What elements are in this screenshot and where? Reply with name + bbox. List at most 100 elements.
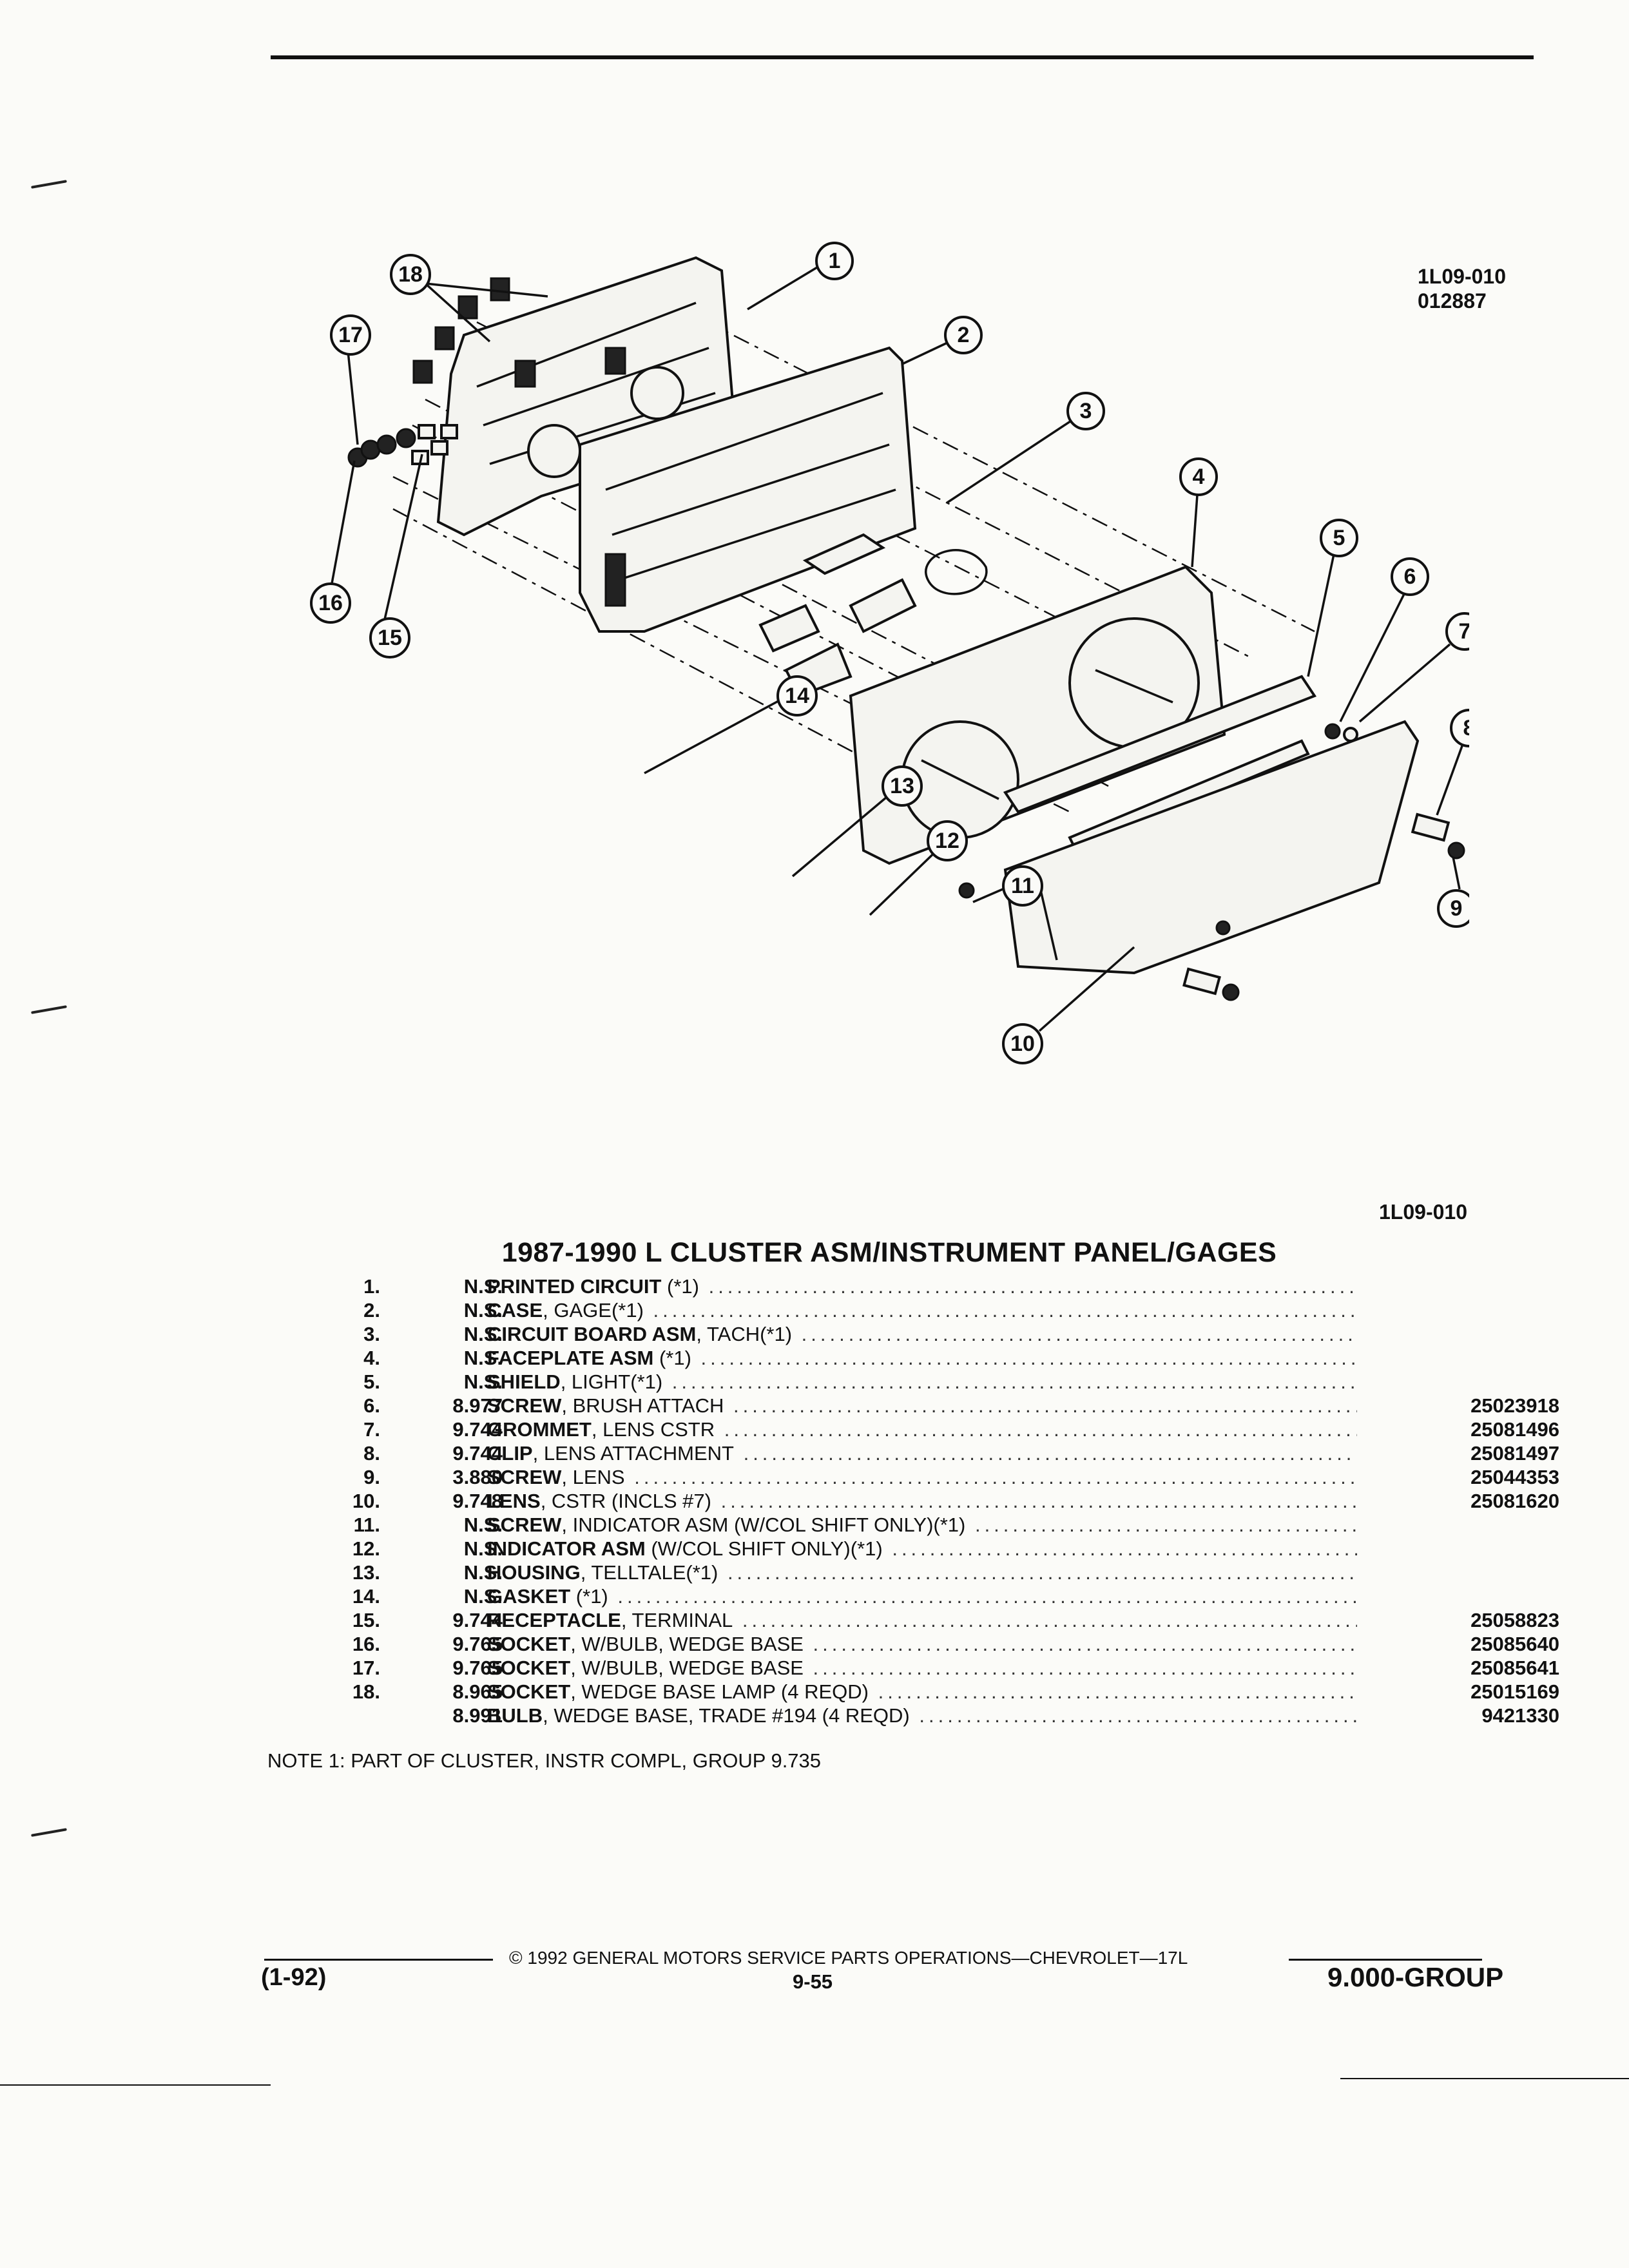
- page-title: 1987-1990 L CLUSTER ASM/INSTRUMENT PANEL…: [501, 1237, 1277, 1268]
- parts-row: 5.N.S.SHIELD, LIGHT(*1) ................…: [284, 1370, 1495, 1394]
- part-detail: (*1): [570, 1585, 608, 1608]
- part-detail: , GAGE(*1): [543, 1299, 644, 1321]
- callout-18: 18: [390, 254, 431, 295]
- leader-dots: ........................................…: [892, 1537, 1357, 1560]
- svg-text:15: 15: [378, 626, 402, 650]
- part-detail: , W/BULB, WEDGE BASE: [570, 1657, 804, 1679]
- item-number: 8.: [363, 1442, 380, 1465]
- item-number: 13.: [352, 1561, 380, 1584]
- group-number: 8.965: [452, 1680, 503, 1703]
- part-number: 25058823: [1470, 1609, 1559, 1631]
- leader-dots: ........................................…: [733, 1394, 1357, 1417]
- fasteners: [347, 277, 1465, 1001]
- svg-text:14: 14: [785, 684, 809, 708]
- leader-dots: ........................................…: [742, 1609, 1357, 1631]
- callout-8: 8: [1450, 709, 1469, 747]
- part-name: SHIELD: [487, 1370, 561, 1393]
- callout-3: 3: [1066, 392, 1105, 430]
- leader-dots: ........................................…: [727, 1561, 1357, 1584]
- part-description: SCREW, BRUSH ATTACH ....................…: [487, 1394, 1357, 1418]
- part-description: CASE, GAGE(*1) .........................…: [487, 1298, 1357, 1322]
- part-description: SOCKET, W/BULB, WEDGE BASE .............…: [487, 1656, 1357, 1680]
- exploded-view-diagram: 1 2 3 4 5 6 7 8 9 10 11 12 13 14 15 16 1…: [310, 242, 1469, 1064]
- callout-11: 11: [1002, 865, 1043, 907]
- group-number: N.S.: [463, 1323, 503, 1345]
- part-name: CLIP: [487, 1442, 533, 1465]
- part-detail: , WEDGE BASE, TRADE #194 (4 REQD): [543, 1704, 910, 1727]
- part-name: FACEPLATE ASM: [487, 1347, 654, 1369]
- part-name: SOCKET: [487, 1657, 571, 1679]
- svg-text:13: 13: [890, 774, 914, 798]
- circuit-board-part: [802, 533, 988, 633]
- leader-dots: ........................................…: [878, 1680, 1357, 1703]
- part-name: LENS: [487, 1490, 541, 1512]
- part-name: BULB: [487, 1704, 543, 1727]
- svg-text:4: 4: [1193, 465, 1205, 489]
- part-description: SCREW, INDICATOR ASM (W/COL SHIFT ONLY)(…: [487, 1513, 1357, 1537]
- part-detail: , TELLTALE(*1): [580, 1561, 718, 1584]
- svg-text:10: 10: [1010, 1032, 1035, 1056]
- part-number: 25023918: [1470, 1394, 1559, 1417]
- svg-text:16: 16: [318, 591, 343, 615]
- part-name: RECEPTACLE: [487, 1609, 621, 1631]
- part-number: 25085640: [1470, 1633, 1559, 1655]
- item-number: 14.: [352, 1585, 380, 1608]
- leader-dots: ........................................…: [974, 1514, 1357, 1536]
- svg-text:3: 3: [1080, 399, 1092, 423]
- group-number: 8.991: [452, 1704, 503, 1727]
- svg-text:7: 7: [1459, 619, 1469, 644]
- part-number: 25081496: [1470, 1418, 1559, 1441]
- group-number: 9.765: [452, 1657, 503, 1679]
- footnote: NOTE 1: PART OF CLUSTER, INSTR COMPL, GR…: [267, 1749, 822, 1772]
- leader-dots: ........................................…: [813, 1657, 1357, 1679]
- part-detail: , INDICATOR ASM (W/COL SHIFT ONLY)(*1): [561, 1514, 966, 1536]
- part-detail: , LENS ATTACHMENT: [532, 1442, 734, 1465]
- part-description: BULB, WEDGE BASE, TRADE #194 (4 REQD) ..…: [487, 1704, 1357, 1727]
- group-number: N.S.: [463, 1537, 503, 1560]
- group-number: 9.765: [452, 1633, 503, 1655]
- svg-text:18: 18: [398, 262, 423, 287]
- item-number: 12.: [352, 1537, 380, 1560]
- item-number: 15.: [352, 1609, 380, 1631]
- svg-text:8: 8: [1463, 716, 1469, 740]
- margin-mark: [31, 1828, 67, 1837]
- part-detail: , CSTR (INCLS #7): [540, 1490, 711, 1512]
- callout-4: 4: [1179, 457, 1218, 496]
- margin-mark: [31, 180, 67, 189]
- part-detail: , LENS CSTR: [591, 1418, 715, 1441]
- callout-2: 2: [944, 316, 983, 354]
- part-number: 25081497: [1470, 1442, 1559, 1465]
- part-detail: , WEDGE BASE LAMP (4 REQD): [570, 1680, 869, 1703]
- parts-row: 14.N.S.GASKET (*1) .....................…: [284, 1584, 1495, 1608]
- part-description: CIRCUIT BOARD ASM, TACH(*1) ............…: [487, 1322, 1357, 1346]
- figure-code: 1L09-010: [1418, 265, 1506, 288]
- item-number: 6.: [363, 1394, 380, 1417]
- part-name: GROMMET: [487, 1418, 592, 1441]
- callout-16: 16: [310, 582, 351, 624]
- part-description: RECEPTACLE, TERMINAL ...................…: [487, 1608, 1357, 1632]
- figure-code-bottom: 1L09-010: [1379, 1200, 1467, 1224]
- item-number: 16.: [352, 1633, 380, 1655]
- parts-row: 4.N.S.FACEPLATE ASM (*1) ...............…: [284, 1346, 1495, 1370]
- group-number: N.S.: [463, 1299, 503, 1321]
- part-name: CIRCUIT BOARD ASM: [487, 1323, 697, 1345]
- part-name: GASKET: [487, 1585, 571, 1608]
- part-detail: (*1): [661, 1275, 699, 1298]
- svg-text:17: 17: [338, 323, 363, 347]
- item-number: 3.: [363, 1323, 380, 1345]
- part-detail: (W/COL SHIFT ONLY)(*1): [645, 1537, 883, 1560]
- callout-15: 15: [369, 617, 410, 658]
- svg-text:12: 12: [935, 829, 959, 853]
- part-number: 25085641: [1470, 1657, 1559, 1679]
- parts-list: 1.N.S.PRINTED CIRCUIT (*1) .............…: [284, 1274, 1559, 1727]
- svg-text:6: 6: [1404, 564, 1416, 589]
- leader-dots: ........................................…: [919, 1704, 1357, 1727]
- part-detail: , BRUSH ATTACH: [561, 1394, 724, 1417]
- item-number: 18.: [352, 1680, 380, 1703]
